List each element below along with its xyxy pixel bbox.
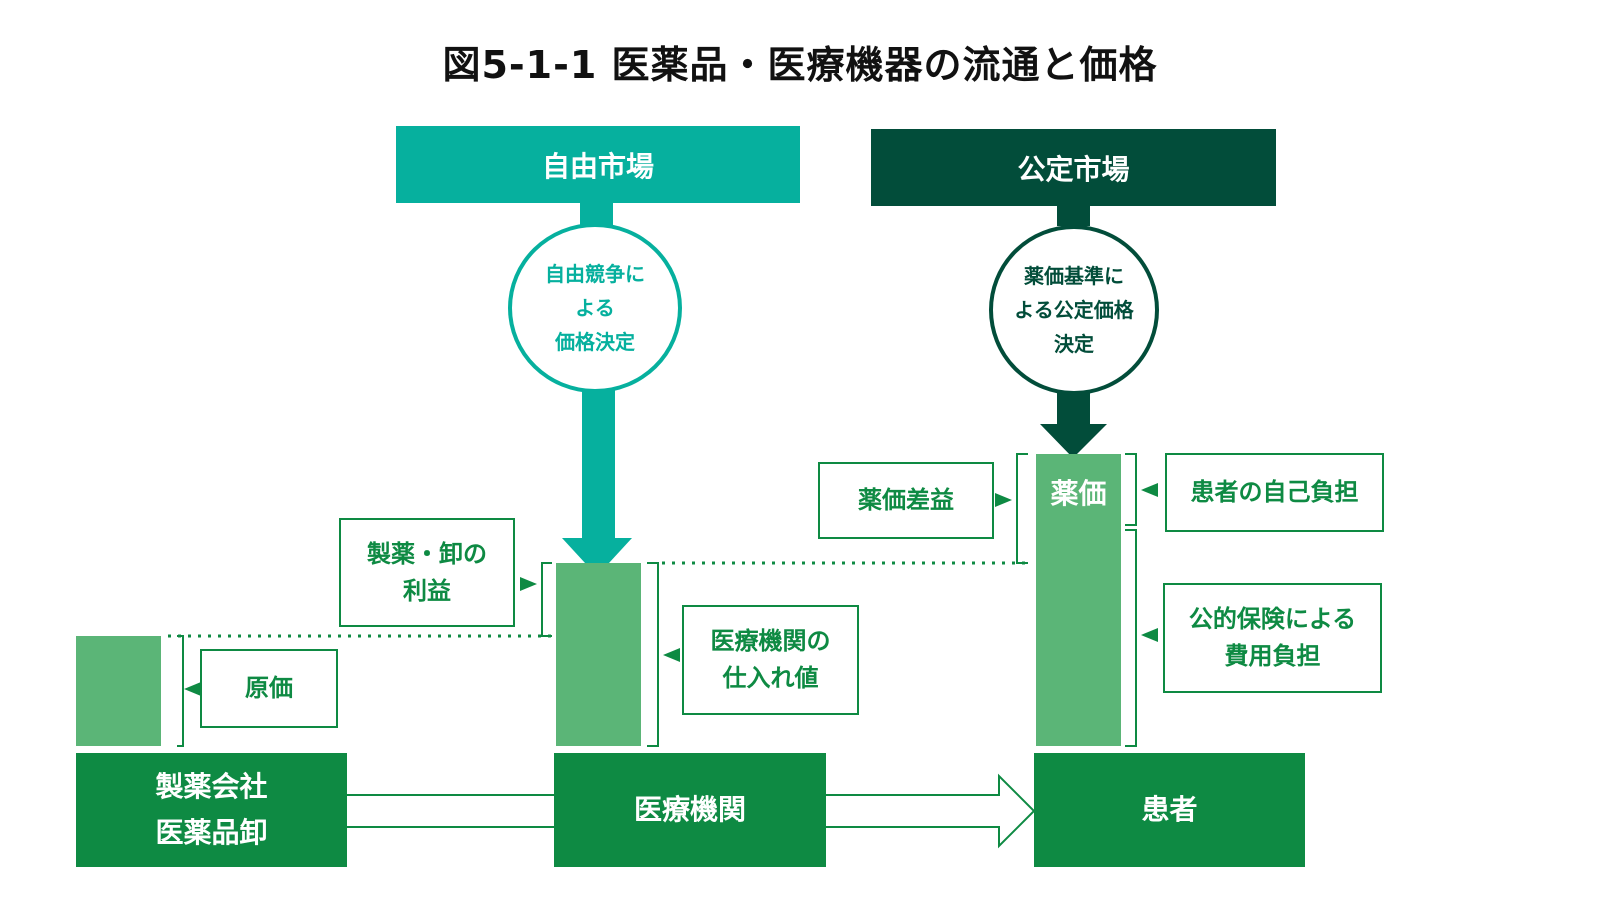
manufacturer-wholesaler-box: 製薬会社 医薬品卸 — [76, 753, 347, 867]
purchase-price-bar — [556, 563, 641, 746]
margin-bracket — [1016, 453, 1028, 564]
free-market-stem — [580, 203, 613, 225]
cost-pointer — [184, 682, 201, 696]
free-market-arrow-head — [562, 538, 632, 576]
purchase-bracket — [647, 562, 659, 747]
cost-label: 原価 — [200, 649, 338, 728]
purchase-price-label: 医療機関の 仕入れ値 — [682, 605, 859, 715]
insurance-bracket — [1125, 529, 1137, 747]
purchase-pointer — [663, 648, 680, 662]
official-market-arrow-shaft — [1057, 390, 1090, 426]
flow-arrow-1 — [347, 794, 554, 828]
medical-institution-box: 医療機関 — [554, 753, 826, 867]
cost-bar — [76, 636, 161, 746]
cost-bracket — [177, 635, 184, 747]
official-market-stem — [1057, 206, 1090, 226]
page-title: 図5-1-1 医薬品・医療機器の流通と価格 — [442, 43, 1158, 87]
drug-price-margin-label: 薬価差益 — [818, 462, 994, 539]
official-price-circle: 薬価基準に よる公定価格 決定 — [989, 225, 1159, 395]
official-market-box: 公定市場 — [871, 129, 1276, 206]
flow-arrow-2 — [826, 773, 1036, 849]
copay-bracket — [1125, 453, 1137, 526]
insurance-share-label: 公的保険による 費用負担 — [1163, 583, 1382, 693]
margin-pointer — [995, 493, 1012, 507]
profit-pointer — [520, 577, 537, 591]
copay-pointer — [1141, 483, 1158, 497]
profit-bracket — [541, 562, 552, 637]
free-market-arrow-shaft — [582, 385, 615, 540]
manufacturer-profit-label: 製薬・卸の 利益 — [339, 518, 515, 627]
patient-box: 患者 — [1034, 753, 1305, 867]
free-market-box: 自由市場 — [396, 126, 800, 203]
official-market-arrow-head — [1040, 424, 1107, 458]
drug-price-bar-label: 薬価 — [1050, 477, 1107, 510]
patient-copay-label: 患者の自己負担 — [1165, 453, 1384, 532]
insurance-pointer — [1141, 628, 1158, 642]
drug-price-bar — [1036, 454, 1121, 746]
free-competition-circle: 自由競争に よる 価格決定 — [508, 223, 682, 393]
